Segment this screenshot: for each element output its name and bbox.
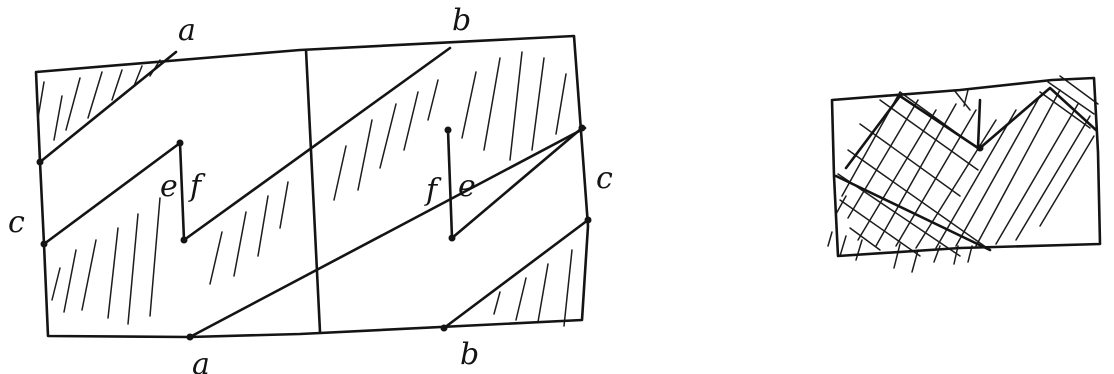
vertex-dot xyxy=(584,216,592,224)
vertex-dot xyxy=(186,333,194,341)
vertex-dot xyxy=(444,126,452,134)
vertex-dot xyxy=(180,236,188,244)
left-figure: a b c c a b e f f e xyxy=(8,3,613,374)
vertex-dot xyxy=(440,324,448,332)
vertex-dot xyxy=(36,158,44,166)
left-vertices xyxy=(36,124,592,341)
vertex-dot xyxy=(176,139,184,147)
label-bottom-a: a xyxy=(192,347,210,374)
left-outline xyxy=(34,34,590,340)
vertex-dot xyxy=(578,124,586,132)
right-hatching xyxy=(827,75,1099,273)
label-inner-f: f xyxy=(424,173,442,208)
left-hatching xyxy=(37,51,573,327)
label-top-b: b xyxy=(452,3,471,38)
label-left-c: c xyxy=(8,205,25,240)
label-inner-f: f xyxy=(188,169,206,204)
label-inner-e: e xyxy=(458,169,476,204)
left-labels: a b c c a b e f f e xyxy=(8,3,613,374)
label-top-a: a xyxy=(178,13,196,48)
vertex-dot xyxy=(448,234,456,242)
label-inner-e: e xyxy=(160,169,178,204)
vertex-dot xyxy=(40,240,48,248)
right-outline xyxy=(830,76,1102,258)
right-figure xyxy=(827,75,1102,273)
label-right-c: c xyxy=(596,161,613,196)
vertex-dot xyxy=(976,144,984,152)
label-bottom-b: b xyxy=(460,337,479,372)
